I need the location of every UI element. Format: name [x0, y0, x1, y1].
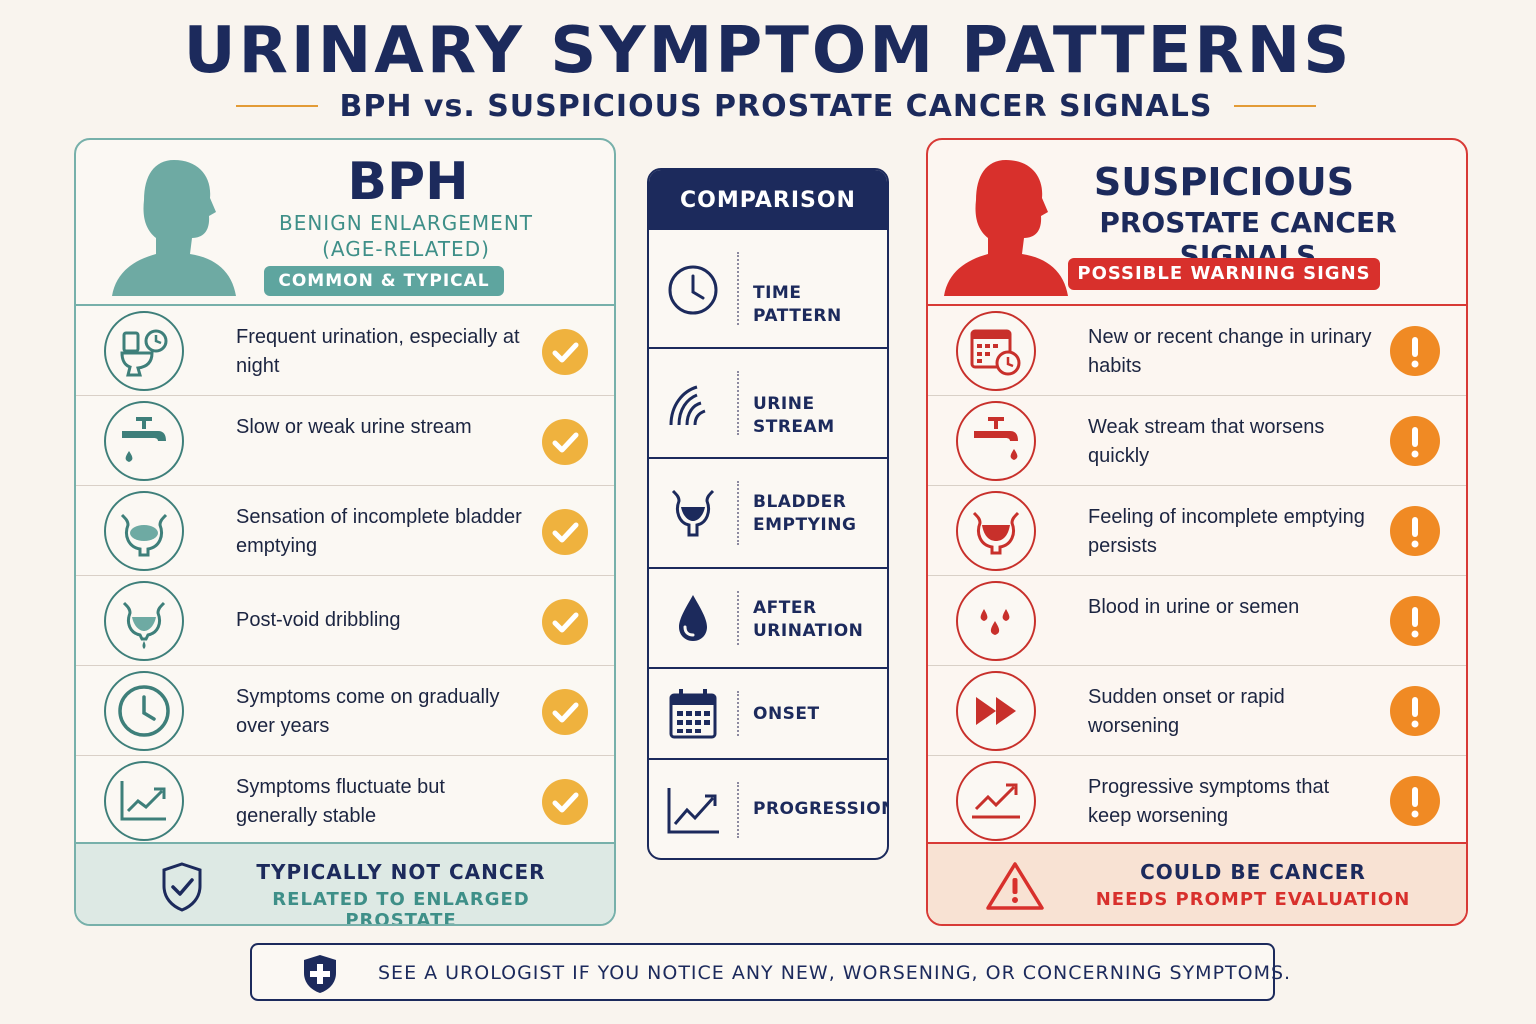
bph-panel: BPH BENIGN ENLARGEMENT (AGE-RELATED) COM… — [74, 138, 616, 926]
fast-forward-icon — [976, 697, 1016, 725]
bph-row: Symptoms fluctuate but generally stable — [76, 756, 614, 846]
bph-row: Sensation of incomplete bladder emptying — [76, 486, 614, 576]
bph-subtitle: BENIGN ENLARGEMENT (AGE-RELATED) — [278, 211, 533, 261]
bph-row: Slow or weak urine stream — [76, 396, 614, 486]
comparison-row: BLADDER EMPTYING — [649, 459, 887, 569]
suspicious-row: Sudden onset or rapid worsening — [928, 666, 1466, 756]
suspicious-row-text: Blood in urine or semen — [1088, 596, 1300, 618]
suspicious-badge: POSSIBLE WARNING SIGNS — [1068, 258, 1380, 290]
faucet-drop-icon — [974, 417, 1018, 460]
comparison-label: PROGRESSION — [753, 799, 889, 819]
suspicious-row: New or recent change in urinary habits — [928, 306, 1466, 396]
urologist-note: SEE A UROLOGIST IF YOU NOTICE ANY NEW, W… — [250, 943, 1290, 1001]
bph-badge: COMMON & TYPICAL — [264, 266, 504, 296]
bph-row-text: Symptoms come on gradually over years — [236, 686, 500, 737]
suspicious-row-text: Progressive symptoms that keep worsening — [1088, 776, 1330, 827]
bladder-icon — [120, 513, 168, 557]
bph-row-text: Slow or weak urine stream — [236, 416, 472, 438]
comparison-label: TIME PATTERN — [753, 283, 842, 326]
calendar-icon — [669, 689, 717, 739]
comparison-row: PROGRESSION — [649, 760, 889, 858]
toilet-clock-icon — [120, 329, 168, 377]
comparison-column: COMPARISON TIME PATTERN URINE STREAM BLA… — [647, 168, 889, 860]
bladder-icon — [671, 489, 715, 537]
trend-chart-icon — [667, 788, 719, 834]
blood-drops-icon — [980, 609, 1010, 635]
faucet-drop-icon — [122, 417, 166, 462]
alert-icon — [1390, 506, 1440, 556]
trend-chart-icon — [972, 783, 1020, 819]
page-title: URINARY SYMPTOM PATTERNS — [183, 14, 1353, 88]
bph-row-text: Frequent urination, especially at night — [236, 326, 520, 377]
suspicious-row: Progressive symptoms that keep worsening — [928, 756, 1466, 846]
bph-footer: TYPICALLY NOT CANCER RELATED TO ENLARGED… — [76, 842, 614, 924]
comparison-row: ONSET — [649, 669, 887, 760]
bph-row-text: Post-void dribbling — [236, 609, 401, 631]
suspicious-footer: COULD BE CANCER NEEDS PROMPT EVALUATION — [928, 842, 1466, 924]
clock-icon — [668, 265, 718, 315]
bph-title: BPH — [347, 152, 469, 212]
alert-icon — [1390, 326, 1440, 376]
suspicious-panel: SUSPICIOUS PROSTATE CANCER SIGNALS POSSI… — [926, 138, 1468, 926]
check-icon — [542, 419, 588, 465]
bph-row: Symptoms come on gradually over years — [76, 666, 614, 756]
check-icon — [542, 779, 588, 825]
suspicious-title: SUSPICIOUS — [1093, 160, 1355, 204]
comparison-row: URINE STREAM — [649, 349, 887, 459]
man-silhouette-icon — [112, 160, 236, 296]
comparison-row: TIME PATTERN — [649, 230, 887, 349]
alert-icon — [1390, 686, 1440, 736]
drop-icon — [679, 595, 707, 641]
comparison-row: AFTER URINATION — [649, 569, 887, 669]
suspicious-row-text: Sudden onset or rapid worsening — [1088, 686, 1285, 737]
calendar-clock-icon — [970, 329, 1021, 376]
comparison-title: COMPARISON — [649, 170, 887, 230]
clock-icon — [118, 685, 170, 737]
comparison-label: AFTER URINATION — [753, 598, 864, 641]
check-icon — [542, 689, 588, 735]
suspicious-panel-header: SUSPICIOUS PROSTATE CANCER SIGNALS POSSI… — [928, 140, 1466, 306]
comparison-label: URINE STREAM — [753, 394, 835, 437]
suspicious-footer-subtitle: NEEDS PROMPT EVALUATION — [1095, 889, 1411, 910]
man-silhouette-icon — [944, 160, 1068, 296]
suspicious-row: Blood in urine or semen — [928, 576, 1466, 666]
suspicious-row: Feeling of incomplete emptying persists — [928, 486, 1466, 576]
bph-panel-header: BPH BENIGN ENLARGEMENT (AGE-RELATED) COM… — [76, 140, 614, 306]
warning-triangle-icon — [986, 862, 1044, 910]
bph-footer-title: TYPICALLY NOT CANCER — [256, 860, 546, 884]
bladder-drip-icon — [122, 601, 166, 649]
alert-icon — [1390, 596, 1440, 646]
alert-icon — [1390, 416, 1440, 466]
check-icon — [542, 509, 588, 555]
bph-row: Frequent urination, especially at night — [76, 306, 614, 396]
page-subtitle: BPH vs. SUSPICIOUS PROSTATE CANCER SIGNA… — [339, 88, 1213, 124]
bph-row: Post-void dribbling — [76, 576, 614, 666]
comparison-label: BLADDER EMPTYING — [753, 492, 857, 535]
subtitle-row: BPH vs. SUSPICIOUS PROSTATE CANCER SIGNA… — [236, 86, 1316, 126]
comparison-label: ONSET — [753, 704, 820, 724]
bladder-icon — [972, 511, 1020, 555]
suspicious-row-text: Weak stream that worsens quickly — [1088, 416, 1325, 467]
divider-left — [236, 105, 318, 107]
suspicious-footer-title: COULD BE CANCER — [1140, 860, 1366, 884]
bph-row-text: Symptoms fluctuate but generally stable — [236, 776, 445, 827]
suspicious-subtitle: PROSTATE CANCER SIGNALS — [1099, 206, 1397, 272]
suspicious-row-text: New or recent change in urinary habits — [1088, 326, 1372, 377]
check-icon — [542, 329, 588, 375]
bph-row-text: Sensation of incomplete bladder emptying — [236, 506, 522, 557]
trend-chart-icon — [120, 781, 166, 821]
suspicious-row: Weak stream that worsens quickly — [928, 396, 1466, 486]
shield-plus-icon — [304, 955, 336, 993]
stream-arcs-icon — [669, 385, 706, 426]
note-text: SEE A UROLOGIST IF YOU NOTICE ANY NEW, W… — [378, 962, 1292, 984]
shield-check-icon — [162, 862, 202, 912]
alert-icon — [1390, 776, 1440, 826]
check-icon — [542, 599, 588, 645]
suspicious-row-text: Feeling of incomplete emptying persists — [1088, 506, 1365, 557]
divider-right — [1234, 105, 1316, 107]
bph-footer-subtitle: RELATED TO ENLARGED PROSTATE — [272, 889, 530, 926]
